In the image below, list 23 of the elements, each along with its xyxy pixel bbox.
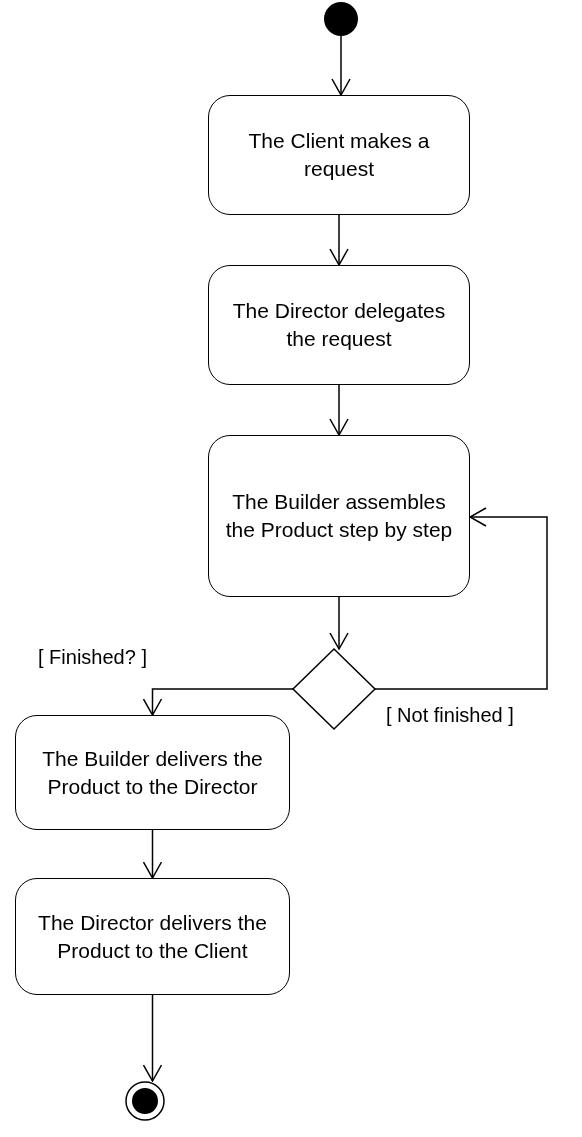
arrow [329,596,349,650]
activity-box [15,878,290,995]
decision-diamond [293,649,375,729]
arrow [329,384,349,436]
arrow [329,214,349,266]
activity-text: The Director delegates the request [231,298,447,352]
start-node [324,2,358,36]
activity-text: The Builder delivers the Product to the Director [41,745,264,800]
edge-label: [ Not finished ] [384,704,516,727]
activity-box [15,715,290,830]
activity-box [208,435,470,597]
edge-label: [ Finished? ] [36,646,149,669]
arrow [142,829,163,879]
activity-box [208,95,470,215]
activity-text: The Builder assembles the Product step by step [224,489,454,543]
arrow [142,688,294,716]
activity-text: The Client makes a request [247,128,431,182]
activity-text: The Director delivers the Product to the Client [37,909,268,964]
end-node [125,1081,165,1121]
activity-box [208,265,470,385]
arrow [331,35,351,96]
arrow [374,507,548,690]
arrow [142,994,163,1082]
